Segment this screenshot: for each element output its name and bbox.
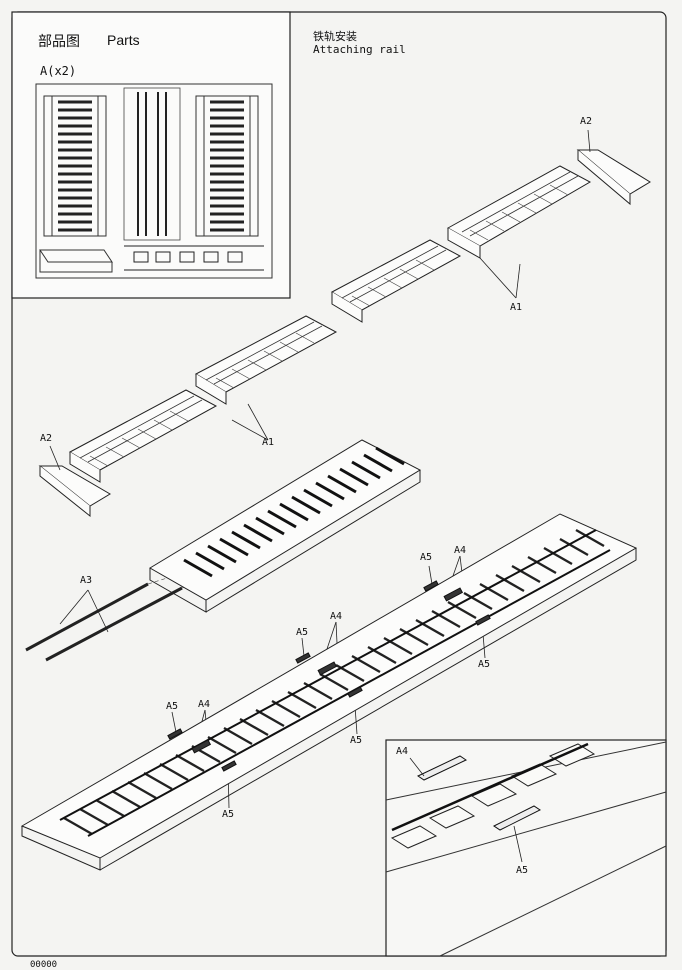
callout-detail-a5: A5 xyxy=(516,865,529,876)
loose-rails-a3 xyxy=(25,582,183,662)
ladder-slats xyxy=(79,171,579,463)
detail-inset xyxy=(385,739,667,957)
parts-title-en: Parts xyxy=(107,32,140,48)
ladder-chain xyxy=(38,149,651,518)
detail-fishplate-a5 xyxy=(493,805,541,831)
callout-a4-left: A4 xyxy=(198,699,211,710)
fishplates-a4-a5 xyxy=(167,580,491,772)
callout-a2-left: A2 xyxy=(40,433,53,444)
callout-a5-left-below: A5 xyxy=(222,809,235,820)
sprue-label: A(x2) xyxy=(40,64,77,78)
page-number: 00000 xyxy=(30,960,58,970)
callout-a5-left: A5 xyxy=(166,701,179,712)
callout-a5-upper-right: A5 xyxy=(420,552,433,563)
step-title-en: Attaching rail xyxy=(313,43,406,56)
step-title-cn: 铁轨安装 xyxy=(313,30,357,43)
callout-a5-mid: A5 xyxy=(296,627,309,638)
detail-fishplate-a4 xyxy=(416,755,468,781)
callout-a5-mid-below: A5 xyxy=(350,735,363,746)
sleeper-block xyxy=(149,439,422,613)
sprue-fishplates xyxy=(124,245,264,271)
sleeper-block-ties xyxy=(183,446,405,578)
callout-a4-mid: A4 xyxy=(330,611,343,622)
sprue-rails xyxy=(137,92,167,236)
callout-a3: A3 xyxy=(80,575,93,586)
callout-a1-left: A1 xyxy=(262,437,275,448)
callout-a1-right: A1 xyxy=(510,302,523,313)
callout-a4-upper-right: A4 xyxy=(454,545,467,556)
ladder-crossbars xyxy=(89,184,569,467)
parts-inset xyxy=(11,11,291,299)
parts-title-cn: 部品图 xyxy=(38,34,80,50)
sprue-end-plate xyxy=(39,249,113,273)
callout-detail-a4: A4 xyxy=(396,746,409,757)
callout-a5-upper-right-below: A5 xyxy=(478,659,491,670)
sprue-ladder-right xyxy=(195,95,259,237)
sprue-ladder-left xyxy=(43,95,107,237)
callout-a2-top: A2 xyxy=(580,116,593,127)
